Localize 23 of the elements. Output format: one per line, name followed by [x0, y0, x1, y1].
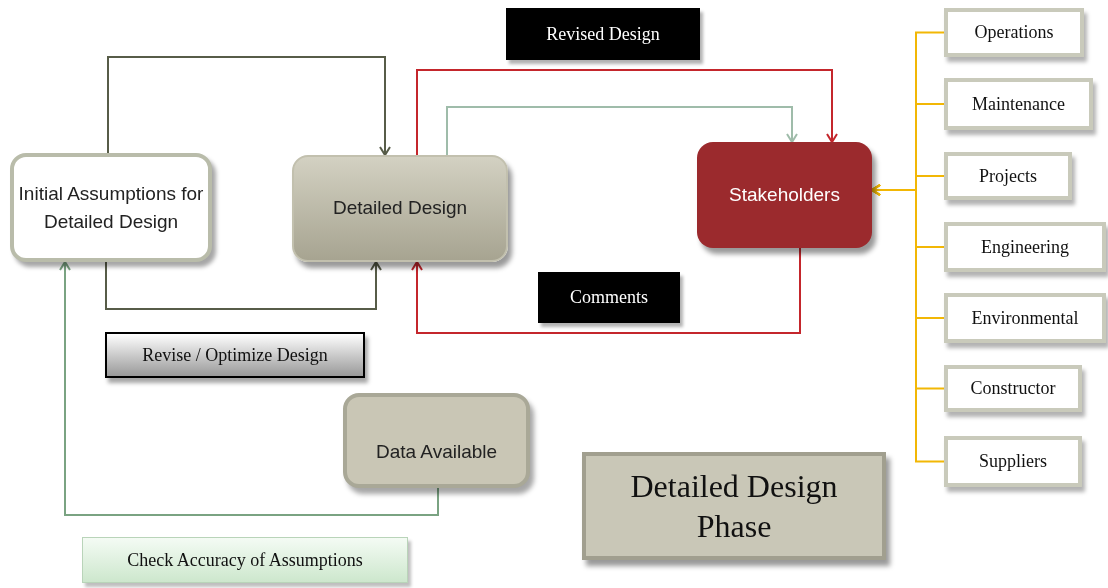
- stakeholder-box: Engineering: [944, 222, 1106, 272]
- arrow: [446, 106, 798, 156]
- stakeholder-box: Operations: [944, 8, 1084, 57]
- stakeholder-box: Constructor: [944, 365, 1082, 412]
- process-box: Initial Assumptions for Detailed Design: [10, 153, 212, 262]
- arrow: [107, 56, 391, 156]
- stakeholder-box: Environmental: [944, 293, 1106, 343]
- flow-label-box: Comments: [538, 272, 680, 323]
- flow-label-box: Revise / Optimize Design: [105, 332, 365, 378]
- arrow: [416, 69, 838, 156]
- arrow: [105, 261, 382, 310]
- arrow: [59, 261, 439, 516]
- process-box: Detailed Design: [292, 155, 508, 262]
- flow-label-box: Check Accuracy of Assumptions: [82, 537, 408, 583]
- stakeholder-box: Maintenance: [944, 78, 1093, 130]
- stakeholder-box: Projects: [944, 152, 1072, 200]
- flow-label-box: Revised Design: [506, 8, 700, 60]
- process-box: Data Available: [343, 393, 530, 488]
- title-box: Detailed Design Phase: [582, 452, 886, 560]
- process-box: Stakeholders: [697, 142, 872, 248]
- stakeholder-box: Suppliers: [944, 436, 1082, 487]
- arrow: [411, 247, 801, 334]
- arrow: [871, 184, 945, 463]
